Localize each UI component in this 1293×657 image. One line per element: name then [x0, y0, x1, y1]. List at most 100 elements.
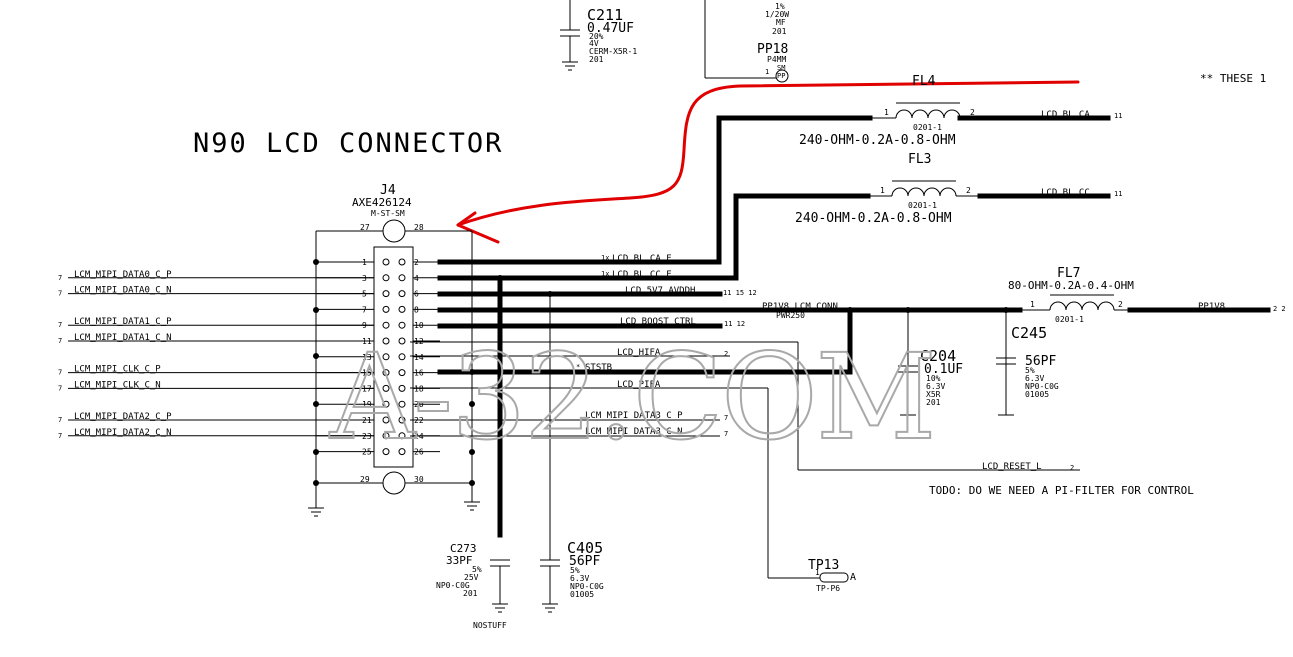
pin-contact: [398, 258, 406, 266]
fl4-page: 11: [1114, 112, 1122, 120]
fl3-pin2: 2: [966, 186, 971, 195]
c273-tol: 5%: [472, 565, 482, 574]
fl3-size: 0201-1: [908, 201, 937, 210]
pin-contact: [398, 448, 406, 456]
pin-contact: [382, 369, 390, 377]
pin-number: 27: [360, 223, 370, 232]
c273-ref: C273: [450, 542, 477, 555]
net-page-ref: 7: [58, 321, 62, 329]
net-page-ref: 7: [58, 337, 62, 345]
pin-contact: [382, 337, 390, 345]
net-ststb-prefix: *: [576, 363, 580, 371]
c204-ref: C204: [920, 347, 956, 365]
pin-contact: [398, 353, 406, 361]
pin-contact: [382, 400, 390, 408]
pin-number: 26: [414, 448, 424, 457]
c245-value: 56PF: [1025, 354, 1056, 369]
j4-part: AXE426124: [352, 196, 412, 209]
net-pp1v8-lcm: PP1V8_LCM_CONN: [762, 302, 838, 312]
todo-note: TODO: DO WE NEED A PI-FILTER FOR CONTROL: [929, 484, 1194, 497]
j4-left-frame: [308, 230, 383, 517]
c273-diel: NP0-C0G: [436, 581, 470, 590]
pp18-type: SM: [777, 64, 785, 72]
c211-value: 0.47UF: [587, 21, 634, 36]
fl3-value: 240-OHM-0.2A-0.8-OHM: [795, 211, 952, 226]
c245-diel: NP0-C0G: [1025, 382, 1059, 391]
pp18-symbol-label: PP: [777, 72, 785, 80]
fl3-ferrite: FL3 1 2 0201-1 240-OHM-0.2A-0.8-OHM LCD_…: [795, 152, 1122, 226]
right-net-labels: 1x LCD_BL_CA_F 1x LCD_BL_CC_F LCD_5V7_AV…: [576, 254, 1074, 472]
pin-number: 19: [362, 400, 372, 409]
fl4-value: 240-OHM-0.2A-0.8-OHM: [799, 133, 956, 148]
c405-tol: 5%: [570, 566, 580, 575]
pin-contact: [382, 305, 390, 313]
fl4-ref: FL4: [912, 74, 936, 89]
fl4-pin2: 2: [970, 108, 975, 117]
top-resistor-labels: 1% 1/20W MF 201: [765, 2, 789, 36]
c405-ref: C405: [567, 539, 603, 557]
pp18-pin: 1: [765, 68, 769, 76]
c245-tol: 5%: [1025, 366, 1035, 375]
pin-number: 29: [360, 475, 370, 484]
net-label: LCM_MIPI_CLK_C_N: [74, 380, 161, 390]
net-prefix-bl-cc: 1x: [601, 270, 609, 278]
right-thin-wires: [410, 294, 1080, 579]
net-label: LCM_MIPI_CLK_C_P: [74, 365, 161, 375]
r-power: 1/20W: [765, 10, 789, 19]
pin-contact: [398, 416, 406, 424]
net-label: LCM_MIPI_DATA1_C_P: [74, 317, 172, 327]
fl4-ferrite: FL4 1 2 0201-1 240-OHM-0.2A-0.8-OHM LCD_…: [799, 74, 1122, 148]
pp18-testpoint: PP PP18 P4MM SM 1: [704, 0, 789, 83]
fl7-page: 2 2: [1273, 305, 1286, 313]
pin-number: 13: [362, 353, 372, 362]
pin-number: 16: [414, 369, 424, 378]
pin-contact: [398, 305, 406, 313]
net-lcd-reset-page: 2: [1070, 464, 1074, 472]
pin-number: 10: [414, 321, 424, 330]
fl7-ferrite: FL7 80-OHM-0.2A-0.4-OHM 1 2 0201-1 PP1V8…: [1008, 266, 1286, 324]
net-page-ref: 7: [58, 369, 62, 377]
net-page-ref: 7: [58, 432, 62, 440]
pin-contact: [398, 369, 406, 377]
pin-number: 8: [414, 305, 419, 314]
r-tol: 1%: [775, 2, 785, 11]
pin-contact: [382, 432, 390, 440]
pin-contact: [382, 448, 390, 456]
page-title: N90 LCD CONNECTOR: [193, 128, 503, 159]
pin-number: 20: [414, 400, 424, 409]
net-prefix-bl-ca: 1x: [601, 254, 609, 262]
c204-diel: X5R: [926, 390, 941, 399]
c211-ref: C211: [587, 6, 623, 24]
fl4-pin1: 1: [884, 108, 889, 117]
left-net-wires: [68, 277, 374, 437]
c211-capacitor: C211 0.47UF 20% 4V CERM-X5R-1 201: [560, 0, 637, 71]
pin-number: 18: [414, 384, 424, 393]
net-lcd-pifa: LCD_PIFA: [617, 380, 661, 390]
red-annotation-arrow: [456, 80, 1080, 244]
pin-contact: [382, 321, 390, 329]
c273-value: 33PF: [446, 554, 473, 567]
c273-note: NOSTUFF: [473, 621, 507, 630]
net-pp1v8-sub: PWR250: [776, 311, 805, 320]
fl3-net-out: LCD_BL_CC: [1041, 188, 1090, 198]
net-lcd-5v7-page: 11 15 12: [723, 289, 757, 297]
c405-volt: 6.3V: [570, 574, 589, 583]
pin-contact: [398, 400, 406, 408]
right-bus-wires: [437, 115, 1271, 538]
net-ststb: STSTB: [585, 363, 612, 373]
fl7-ref: FL7: [1057, 266, 1080, 281]
junction-dots: [313, 259, 1009, 486]
c245-ref: C245: [1011, 324, 1047, 342]
net-lcd-boost-page: 11 12: [724, 320, 745, 328]
j4-ref: J4: [380, 183, 396, 198]
pin-number: 28: [414, 223, 424, 232]
fl7-pin1: 1: [1030, 300, 1035, 309]
r-size: 201: [772, 27, 787, 36]
fl7-pin2: 2: [1118, 300, 1123, 309]
pin-number: 6: [414, 290, 419, 299]
pin-contact: [398, 384, 406, 392]
fl3-pin1: 1: [880, 186, 885, 195]
pin-number: 14: [414, 353, 424, 362]
tp13-pin: 1: [815, 568, 820, 577]
pin-number: 1: [362, 258, 367, 267]
